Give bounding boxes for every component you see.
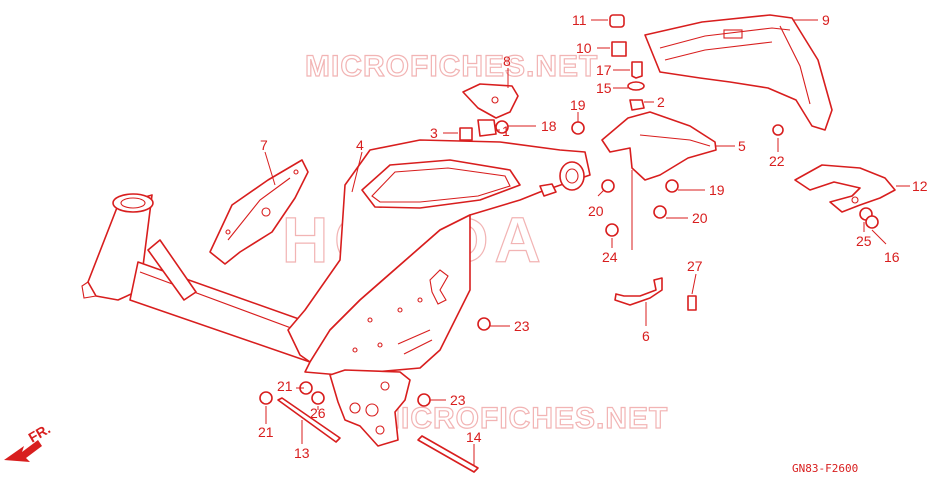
callout-15: 15 [596, 80, 612, 96]
part-8-bracket [462, 83, 519, 119]
part-12-bracket [794, 164, 896, 213]
callout-20-left: 20 [588, 203, 604, 219]
watermark-bottom: MICROFICHES.NET [375, 402, 668, 435]
callout-4: 4 [356, 137, 364, 153]
fasteners [259, 14, 879, 473]
callout-27: 27 [687, 258, 703, 274]
callout-14: 14 [466, 429, 482, 445]
callout-18: 18 [541, 118, 557, 134]
part-7-plate [209, 159, 309, 265]
callout-23-lower: 23 [450, 392, 466, 408]
callout-24: 24 [602, 249, 618, 265]
watermark-top: MICROFICHES.NET [305, 50, 598, 83]
callout-23-upper: 23 [514, 318, 530, 334]
callout-19-upper: 19 [570, 97, 586, 113]
leader-lines [264, 19, 910, 466]
callout-5: 5 [738, 138, 746, 154]
callout-10: 10 [576, 40, 592, 56]
callout-2: 2 [657, 94, 665, 110]
frame-body-part [81, 139, 591, 447]
callout-25: 25 [856, 233, 872, 249]
callout-21-upper: 21 [277, 378, 293, 394]
callout-3: 3 [430, 125, 438, 141]
callout-17: 17 [596, 62, 612, 78]
callout-21-lower: 21 [258, 424, 274, 440]
front-direction-arrow [4, 440, 42, 462]
callout-20-right: 20 [692, 210, 708, 226]
callout-16: 16 [884, 249, 900, 265]
callout-19-lower: 19 [709, 182, 725, 198]
part-9-rear-fender [644, 14, 833, 131]
callouts: 1 2 3 4 5 6 7 8 9 10 11 12 13 14 15 16 1… [258, 12, 928, 461]
callout-9: 9 [822, 12, 830, 28]
callout-12: 12 [912, 178, 928, 194]
callout-8: 8 [503, 53, 511, 69]
callout-1: 1 [502, 123, 510, 139]
diagram-code: GN83-F2600 [792, 462, 858, 475]
part-6-rod [614, 277, 663, 306]
callout-7: 7 [260, 137, 268, 153]
part-5-bracket [601, 111, 717, 181]
callout-13: 13 [294, 445, 310, 461]
callout-22: 22 [769, 153, 785, 169]
callout-6: 6 [642, 328, 650, 344]
callout-26: 26 [310, 405, 326, 421]
front-direction-label: FR. [26, 420, 54, 445]
callout-11: 11 [572, 12, 587, 28]
